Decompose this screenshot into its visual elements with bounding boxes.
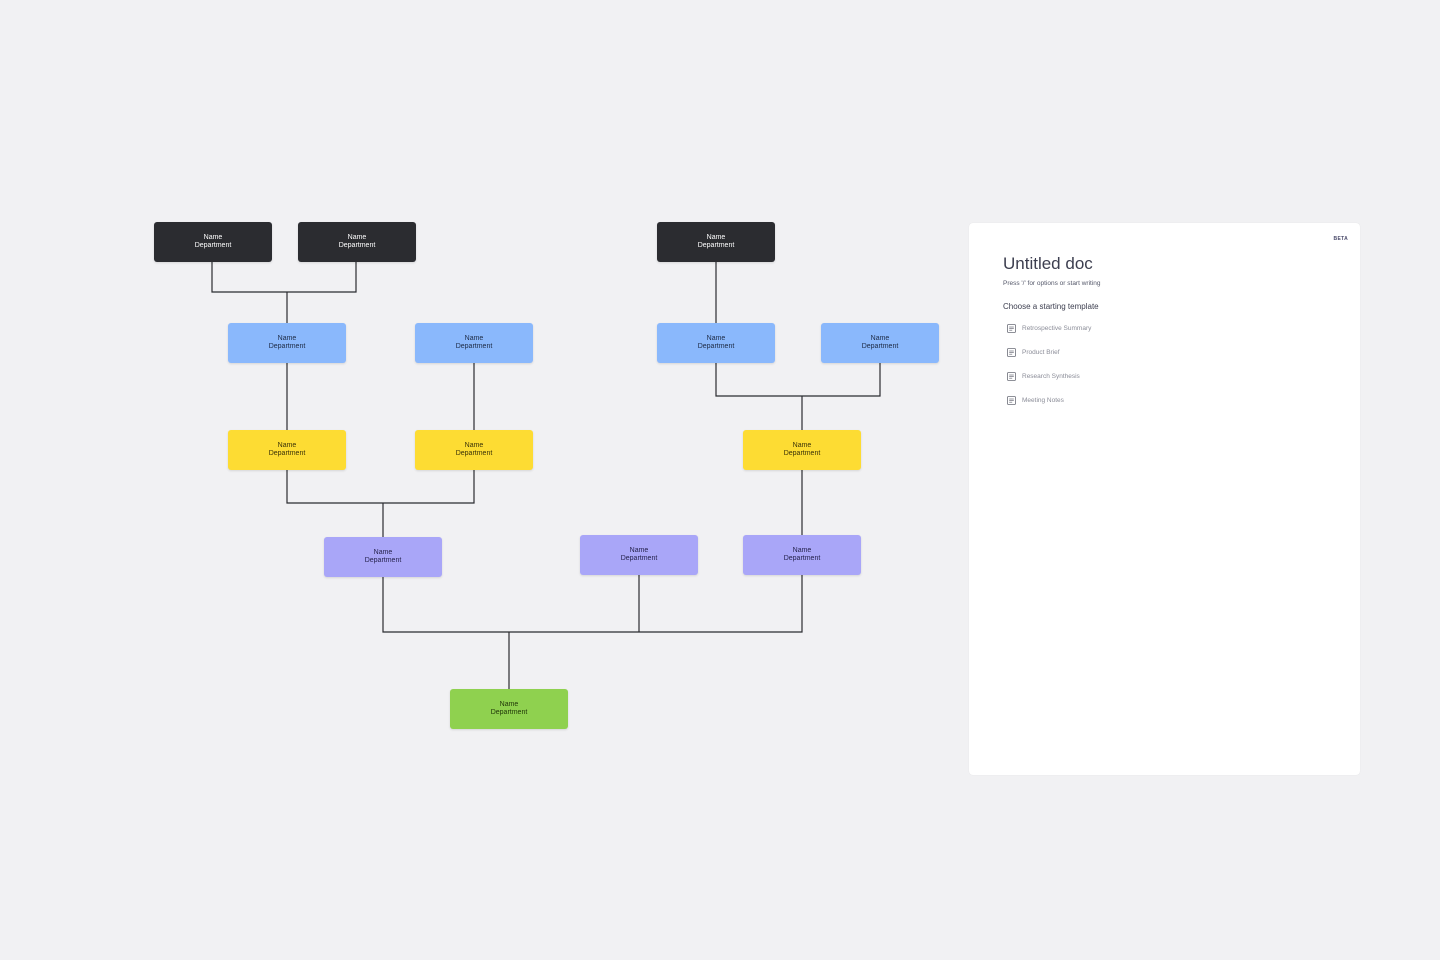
node-name: Name [464,442,484,449]
node-department: Department [783,555,821,562]
org-node[interactable]: Name Department [821,323,939,363]
node-department: Department [364,557,402,564]
node-department: Department [268,450,306,457]
doc-title[interactable]: Untitled doc [1003,254,1093,273]
node-name: Name [706,234,726,241]
node-name: Name [203,234,223,241]
org-node[interactable]: Name Department [324,537,442,577]
node-name: Name [499,701,519,708]
node-name: Name [870,335,890,342]
org-node[interactable]: Name Department [450,689,568,729]
node-department: Department [697,343,735,350]
document-icon [1007,395,1016,405]
template-label: Research Synthesis [1022,372,1080,380]
org-node[interactable]: Name Department [743,430,861,470]
node-name: Name [792,547,812,554]
node-department: Department [783,450,821,457]
node-department: Department [194,242,232,249]
template-label: Product Brief [1022,348,1060,356]
doc-hint: Press '/' for options or start writing [1003,280,1101,287]
connector-line [286,470,475,504]
org-node[interactable]: Name Department [657,222,775,262]
document-icon [1007,371,1016,381]
node-name: Name [629,547,649,554]
template-research-synthesis[interactable]: Research Synthesis [1007,369,1080,383]
node-department: Department [861,343,899,350]
org-node[interactable]: Name Department [415,323,533,363]
node-name: Name [792,442,812,449]
template-label: Retrospective Summary [1022,324,1092,332]
org-node[interactable]: Name Department [228,430,346,470]
org-node[interactable]: Name Department [657,323,775,363]
template-meeting-notes[interactable]: Meeting Notes [1007,393,1064,407]
org-node[interactable]: Name Department [298,222,416,262]
beta-badge: BETA [1333,236,1348,242]
org-node[interactable]: Name Department [580,535,698,575]
doc-panel[interactable]: BETA Untitled doc Press '/' for options … [969,223,1360,775]
org-node[interactable]: Name Department [415,430,533,470]
document-icon [1007,347,1016,357]
org-node[interactable]: Name Department [154,222,272,262]
connector-line [211,262,357,293]
node-name: Name [464,335,484,342]
template-product-brief[interactable]: Product Brief [1007,345,1060,359]
node-name: Name [347,234,367,241]
node-department: Department [455,343,493,350]
connector-line [715,363,881,397]
node-name: Name [277,442,297,449]
template-retrospective-summary[interactable]: Retrospective Summary [1007,321,1091,335]
template-label: Meeting Notes [1022,396,1064,404]
connector-line [382,575,803,633]
node-department: Department [490,709,528,716]
org-node[interactable]: Name Department [743,535,861,575]
node-department: Department [620,555,658,562]
org-node[interactable]: Name Department [228,323,346,363]
node-department: Department [697,242,735,249]
node-department: Department [268,343,306,350]
template-heading: Choose a starting template [1003,302,1099,311]
node-name: Name [277,335,297,342]
node-name: Name [373,549,393,556]
node-name: Name [706,335,726,342]
document-icon [1007,323,1016,333]
node-department: Department [455,450,493,457]
node-department: Department [338,242,376,249]
